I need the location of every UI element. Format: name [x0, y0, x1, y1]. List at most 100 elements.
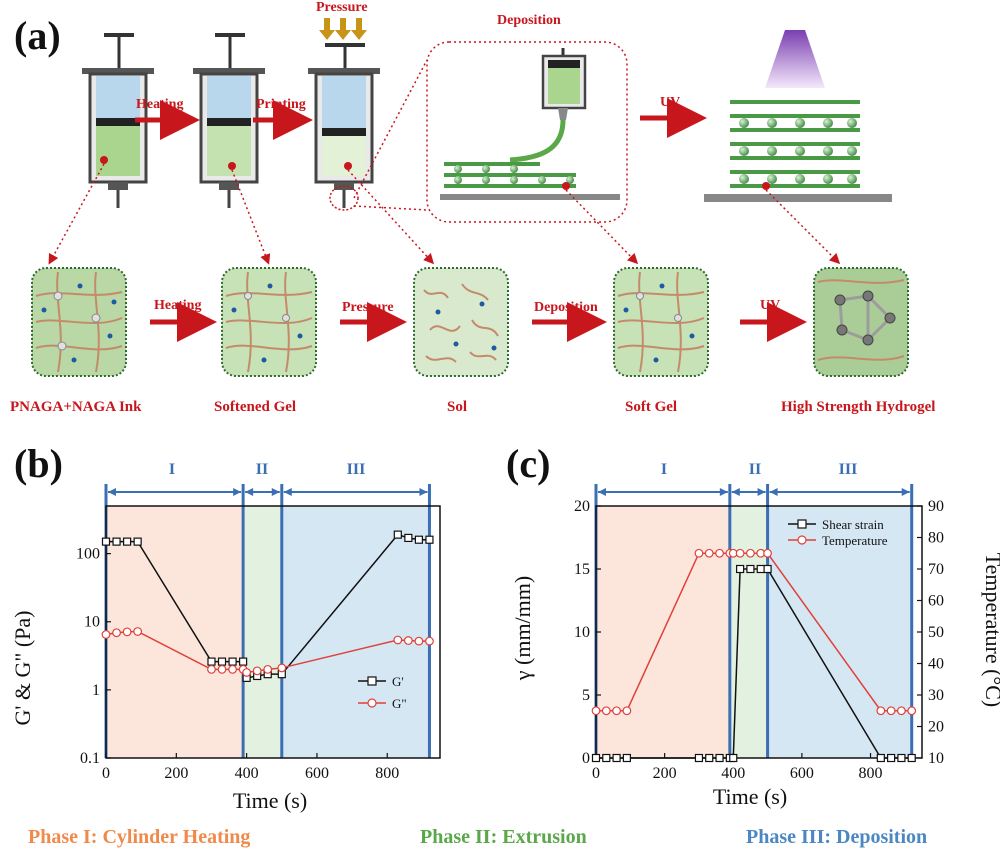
- x-tick-label: 600: [790, 765, 814, 782]
- state-box-high-strength: [813, 267, 909, 377]
- span-phase-2: [245, 488, 280, 496]
- state-box-softened-gel: [221, 267, 317, 377]
- phase-label-3: III: [839, 461, 858, 478]
- data-point: [403, 636, 413, 645]
- data-point: [705, 753, 714, 763]
- state-label-soft-gel: Soft Gel: [625, 399, 678, 415]
- deposited-layers: [440, 162, 620, 200]
- phase-band-3: [281, 506, 430, 758]
- phase-label-2: II: [749, 461, 761, 478]
- x-axis-label: Time (s): [713, 784, 787, 809]
- phase-span-arrows: [108, 488, 428, 496]
- x-axis-label: Time (s): [233, 788, 307, 813]
- phase-band-2: [243, 506, 282, 758]
- y2-axis-label: Temperature (°C): [981, 553, 1000, 707]
- data-point: [715, 753, 724, 763]
- x-tick-label: 800: [859, 765, 883, 782]
- data-point: [622, 706, 632, 716]
- panel-a-letter: (a): [14, 13, 61, 58]
- x-tick-label: 800: [375, 765, 399, 782]
- arrow-label-pressure-bottom: Pressure: [342, 300, 394, 315]
- phase-span-arrows: [598, 488, 910, 496]
- data-point: [897, 753, 906, 763]
- legend-g-double-prime: G": [392, 696, 407, 711]
- data-point: [122, 627, 132, 637]
- y-tick-label: 20: [574, 498, 590, 515]
- data-point: [735, 548, 745, 558]
- data-point: [876, 753, 885, 763]
- syringe-3: [308, 43, 380, 211]
- pressure-arrows-icon: [319, 18, 367, 40]
- footer-phase-1: Phase I: Cylinder Heating: [28, 826, 251, 848]
- uv-lamp-icon: [765, 30, 825, 88]
- data-point: [763, 548, 772, 558]
- data-point: [228, 657, 237, 666]
- data-point: [876, 706, 886, 716]
- y-tick-label: 10: [574, 624, 590, 641]
- y2-tick-label: 70: [928, 561, 944, 578]
- y-tick-label: 0.1: [80, 750, 100, 767]
- data-point: [133, 627, 143, 636]
- data-point: [612, 753, 621, 763]
- data-point: [694, 753, 704, 763]
- data-point: [907, 753, 916, 763]
- data-point: [907, 706, 917, 716]
- legend: G' G": [358, 674, 407, 711]
- arrow-label-uv-bottom: UV: [760, 298, 781, 313]
- state-box-sol: [413, 267, 509, 377]
- y2-tick-label: 10: [928, 750, 944, 767]
- footer-phase-2: Phase II: Extrusion: [420, 826, 587, 848]
- state-label-high-strength: High Strength Hydrogel: [781, 399, 936, 415]
- arrow-label-printing-top: Printing: [256, 97, 306, 112]
- arrow-label-heating-top: Heating: [136, 97, 184, 112]
- phase-band-2: [729, 506, 768, 758]
- printed-structure: [704, 100, 892, 202]
- pressure-label: Pressure: [316, 0, 368, 15]
- y-axis-label: G' & G" (Pa): [10, 611, 35, 726]
- legend-g-prime: G': [392, 674, 404, 689]
- deposition-title: Deposition: [497, 13, 561, 28]
- data-point: [242, 668, 252, 677]
- y-tick-label: 100: [76, 546, 100, 563]
- data-point: [704, 548, 714, 558]
- data-point: [133, 537, 142, 546]
- state-label-softened-gel: Softened Gel: [214, 399, 297, 415]
- data-point: [112, 537, 121, 546]
- data-point: [122, 537, 132, 546]
- data-point: [612, 706, 621, 716]
- state-box-soft-gel: [613, 267, 709, 377]
- y2-tick-label: 60: [928, 593, 944, 610]
- data-point: [736, 564, 745, 574]
- span-phase-1: [108, 488, 242, 496]
- y2-tick-label: 20: [928, 719, 944, 736]
- data-point: [887, 753, 896, 763]
- data-point: [393, 635, 403, 645]
- x-tick-label: 200: [653, 765, 677, 782]
- panel-c-letter: (c): [506, 441, 551, 486]
- data-point: [886, 706, 896, 716]
- x-tick-label: 400: [235, 765, 259, 782]
- data-point: [207, 664, 216, 674]
- y-tick-label: 5: [582, 687, 590, 704]
- span-phase-3: [769, 488, 910, 496]
- panel-a-diagram: [31, 18, 909, 377]
- arrow-label-uv-top: UV: [660, 95, 681, 110]
- syringe-1: [82, 33, 154, 208]
- phase-label-2: II: [256, 461, 268, 478]
- data-point: [252, 666, 262, 676]
- data-point: [217, 664, 227, 674]
- state-box-ink: [31, 267, 127, 377]
- x-tick-label: 0: [592, 765, 600, 782]
- data-point: [414, 535, 424, 544]
- series-group: [101, 530, 434, 682]
- data-point: [112, 628, 121, 638]
- data-point: [694, 548, 704, 558]
- data-point: [425, 535, 434, 544]
- y-tick-label: 10: [84, 614, 100, 631]
- y2-tick-label: 90: [928, 498, 944, 515]
- footer-phase-3: Phase III: Deposition: [746, 826, 928, 848]
